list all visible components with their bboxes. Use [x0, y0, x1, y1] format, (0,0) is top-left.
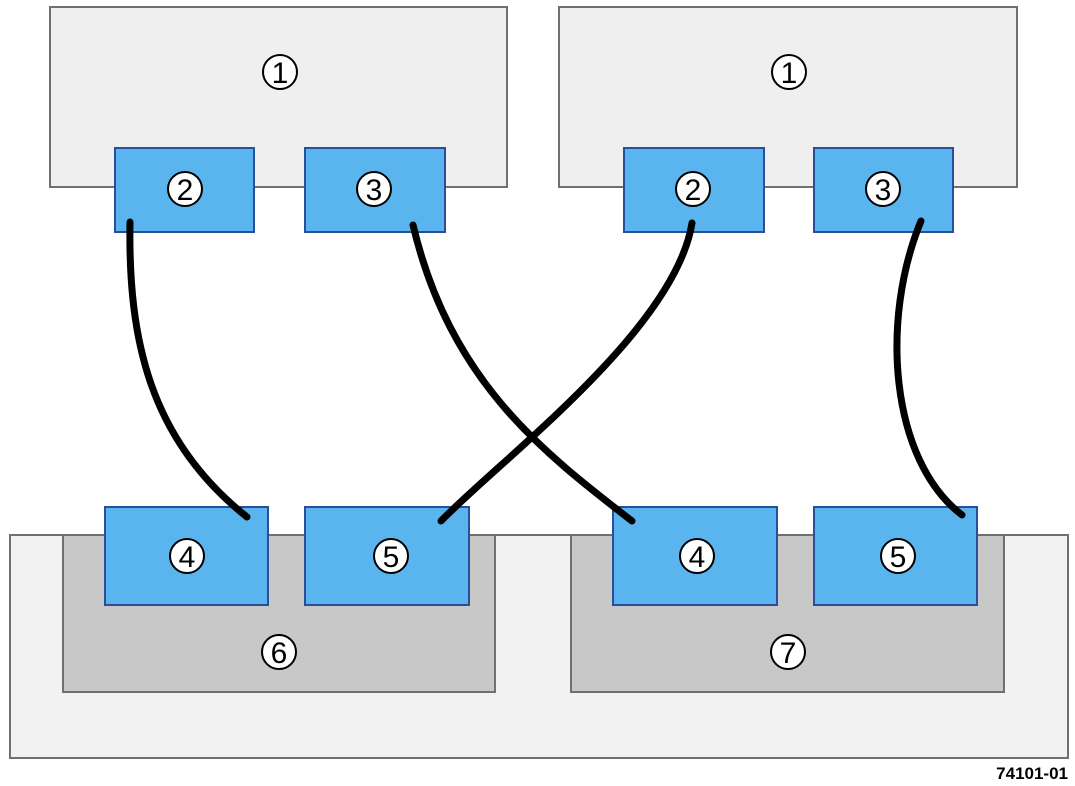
controller-b-port-2-label: 5	[890, 541, 907, 574]
cable-host-a-port-2-to-controller-a-port-4	[126, 218, 251, 521]
host-a-port-2: 3	[304, 147, 446, 233]
controller-b-port-1: 4	[612, 506, 778, 606]
figure-id: 74101-01	[996, 764, 1068, 783]
host-b-label: 1	[781, 57, 798, 90]
host-b-callout: 1	[771, 54, 807, 90]
host-a-port-1: 2	[114, 147, 255, 233]
host-b-port-1: 2	[623, 147, 765, 233]
controller-a-label: 6	[271, 637, 288, 670]
controller-b-label: 7	[780, 637, 797, 670]
cable-host-b-port-3-to-controller-b-port-5	[893, 217, 966, 519]
cable-host-b-port-2-to-controller-a-port-5	[437, 219, 696, 525]
host-b-port-1-label: 2	[685, 174, 702, 207]
host-b-port-2: 3	[813, 147, 954, 233]
controller-b-callout: 7	[770, 634, 806, 670]
controller-a-callout: 6	[261, 634, 297, 670]
host-b-port-2-label: 3	[875, 174, 892, 207]
cables	[126, 217, 966, 525]
host-a-port-2-label: 3	[366, 174, 383, 207]
host-a-port-1-label: 2	[177, 174, 194, 207]
cable-host-a-port-3-to-controller-b-port-4	[409, 221, 636, 525]
controller-b-port-1-label: 4	[689, 541, 706, 574]
controller-b-port-2: 5	[813, 506, 978, 606]
host-a-callout: 1	[262, 54, 298, 90]
controller-a-port-2-label: 5	[383, 541, 400, 574]
controller-a-port-1: 4	[104, 506, 269, 606]
host-a-label: 1	[272, 57, 289, 90]
controller-a-port-1-label: 4	[179, 541, 196, 574]
